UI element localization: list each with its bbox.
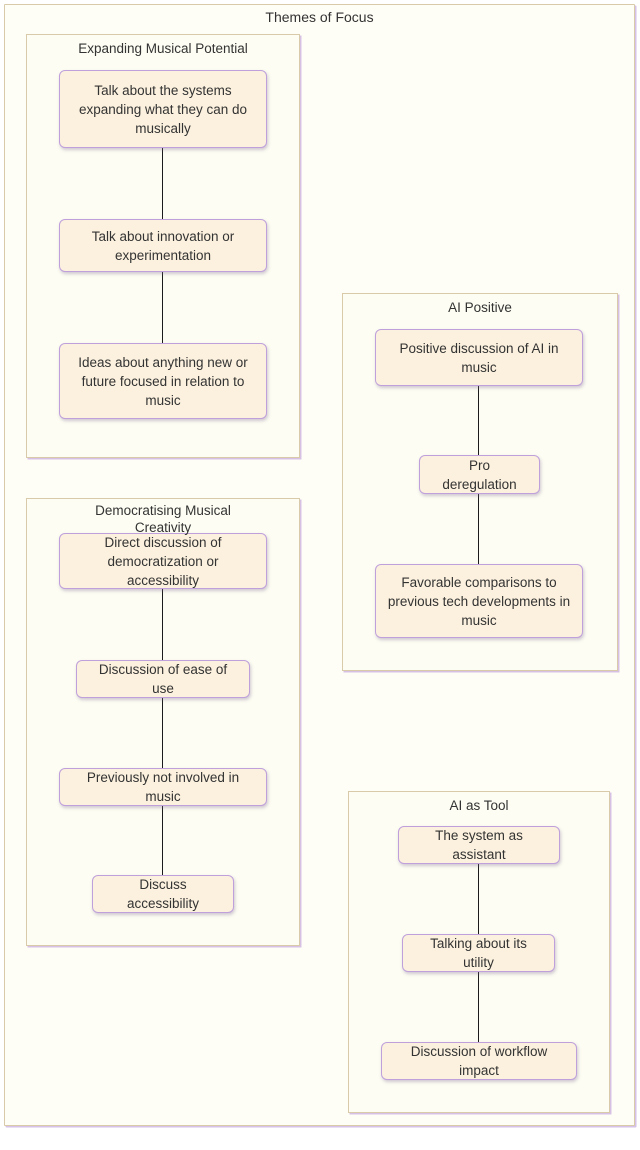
cluster-ai-as-tool: AI as Tool The system as assistant Talki… [348, 791, 610, 1113]
cluster-title: AI as Tool [449, 798, 509, 813]
node-ease-of-use: Discussion of ease of use [76, 660, 250, 698]
edge-connector [478, 972, 479, 1042]
edge-connector [478, 386, 479, 455]
node-system-as-assistant: The system as assistant [398, 826, 560, 864]
cluster-ai-positive: AI Positive Positive discussion of AI in… [342, 293, 618, 671]
node-innovation-experimentation: Talk about innovation or experimentation [59, 219, 267, 272]
cluster-expanding-musical-potential: Expanding Musical Potential Talk about t… [26, 34, 300, 458]
node-pro-deregulation: Pro deregulation [419, 455, 540, 494]
cluster-title: Expanding Musical Potential [78, 41, 248, 56]
cluster-democratising-musical-creativity: Democratising Musical Creativity Direct … [26, 498, 300, 946]
node-discuss-accessibility: Discuss accessibility [92, 875, 234, 913]
edge-connector [478, 494, 479, 564]
cluster-title: AI Positive [448, 300, 512, 315]
edge-connector [162, 148, 163, 219]
node-previously-not-involved: Previously not involved in music [59, 768, 267, 806]
node-new-future-ideas: Ideas about anything new or future focus… [59, 343, 267, 419]
edge-connector [162, 806, 163, 875]
edge-connector [478, 864, 479, 934]
edge-connector [162, 698, 163, 768]
node-direct-discussion-democratization: Direct discussion of democratization or … [59, 533, 267, 589]
node-positive-discussion: Positive discussion of AI in music [375, 329, 583, 386]
edge-connector [162, 589, 163, 660]
edge-connector [162, 272, 163, 343]
themes-of-focus-container: Themes of Focus Expanding Musical Potent… [4, 4, 635, 1126]
cluster-title: Democratising Musical Creativity [95, 503, 231, 535]
node-talking-about-utility: Talking about its utility [402, 934, 555, 972]
diagram-title: Themes of Focus [265, 9, 374, 25]
node-favorable-comparisons: Favorable comparisons to previous tech d… [375, 564, 583, 638]
node-systems-expanding: Talk about the systems expanding what th… [59, 70, 267, 148]
node-workflow-impact: Discussion of workflow impact [381, 1042, 577, 1080]
